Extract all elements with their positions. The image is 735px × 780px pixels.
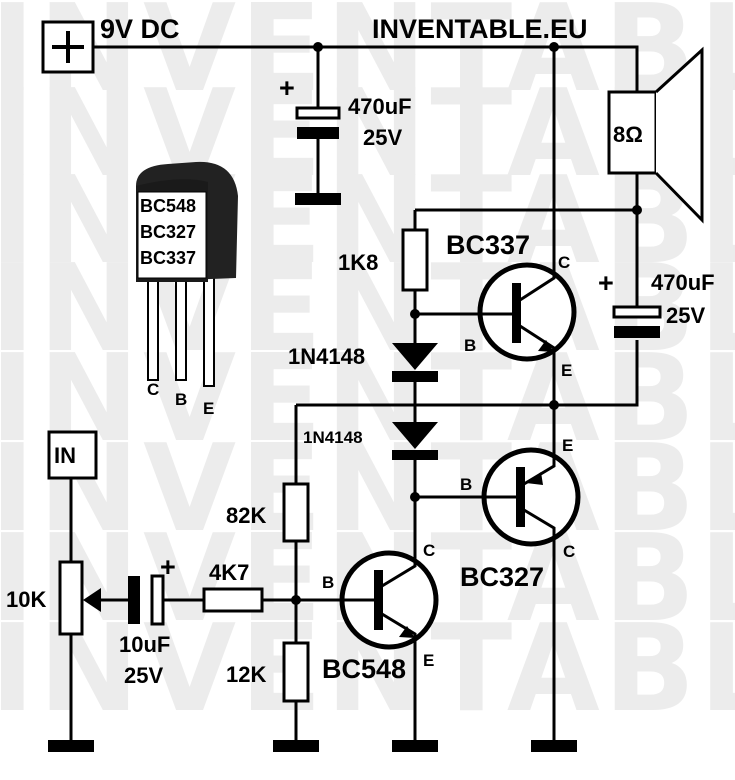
ground-symbol <box>392 740 438 752</box>
bc548-collector-label: C <box>423 541 435 560</box>
input-cap-polarity: + <box>160 552 176 582</box>
supply-capacitor <box>295 42 341 205</box>
ground-symbols <box>48 740 577 752</box>
ground-symbol <box>273 740 319 752</box>
output-cap-voltage: 25V <box>666 303 705 328</box>
resistor-1k8 <box>401 228 429 292</box>
bc548-part-label: BC548 <box>322 654 406 684</box>
resistor-12k-label: 12K <box>226 662 266 687</box>
diode-2 <box>392 422 438 460</box>
supply-voltage-label: 9V DC <box>100 14 180 44</box>
output-cap-value: 470uF <box>651 270 715 295</box>
watermark-row: INVENTABLE.EU <box>0 330 735 469</box>
resistor-82k <box>282 482 310 543</box>
output-capacitor <box>612 305 662 338</box>
package-marking: BC327 <box>140 222 196 242</box>
package-pin-label: C <box>147 380 159 399</box>
package-marking: BC337 <box>140 248 196 268</box>
diode-1 <box>392 343 438 382</box>
bc327-emitter-label: E <box>562 436 573 455</box>
ground-symbol <box>295 193 341 205</box>
supply-cap-value: 470uF <box>348 94 412 119</box>
ground-symbol <box>48 740 94 752</box>
diode-1-label: 1N4148 <box>288 344 365 369</box>
wiring <box>69 42 642 740</box>
diode-2-label: 1N4148 <box>303 428 363 447</box>
input-cap-value: 10uF <box>119 632 170 657</box>
watermark-row: INVENTABLE.EU <box>0 420 735 559</box>
bc548-base-label: B <box>322 573 334 592</box>
resistor-4k7 <box>202 587 264 613</box>
resistor-4k7-label: 4K7 <box>209 560 249 585</box>
watermark-row: INVENTABLE.EU <box>0 152 735 291</box>
bc337-emitter-label: E <box>561 361 572 380</box>
package-marking: BC548 <box>140 196 196 216</box>
input-terminal <box>47 430 98 480</box>
transistor-package <box>136 161 238 387</box>
potentiometer-label: 10K <box>6 587 46 612</box>
watermark: INVENTABLE.EU INVENTABLE.EU INVENTABLE.E… <box>0 0 735 739</box>
input-capacitor <box>128 574 171 626</box>
potentiometer-10k <box>58 560 101 636</box>
resistor-1k8-label: 1K8 <box>338 250 378 275</box>
ground-symbol <box>531 740 577 752</box>
transistor-bc337 <box>477 262 577 362</box>
wire-top-rail <box>93 45 639 92</box>
supply-terminal <box>41 20 95 74</box>
output-cap-polarity: + <box>598 268 614 298</box>
speaker-impedance: 8Ω <box>613 122 643 147</box>
speaker <box>607 46 704 224</box>
site-label: INVENTABLE.EU <box>372 14 588 44</box>
bc337-collector-label: C <box>558 253 570 272</box>
supply-cap-voltage: 25V <box>363 125 402 150</box>
input-cap-voltage: 25V <box>124 663 163 688</box>
package-pin-label: B <box>175 390 187 409</box>
bc337-part-label: BC337 <box>446 230 530 260</box>
transistor-bc327 <box>481 447 581 547</box>
transistor-bc548 <box>339 550 439 650</box>
bc327-base-label: B <box>460 475 472 494</box>
input-terminal-label: IN <box>54 443 76 468</box>
bc327-part-label: BC327 <box>460 562 544 592</box>
package-pin-label: E <box>203 399 214 418</box>
bc327-collector-label: C <box>563 542 575 561</box>
resistor-12k <box>282 641 310 703</box>
bc548-emitter-label: E <box>423 651 434 670</box>
bc337-base-label: B <box>464 336 476 355</box>
resistor-82k-label: 82K <box>226 503 266 528</box>
supply-cap-polarity: + <box>279 73 295 103</box>
